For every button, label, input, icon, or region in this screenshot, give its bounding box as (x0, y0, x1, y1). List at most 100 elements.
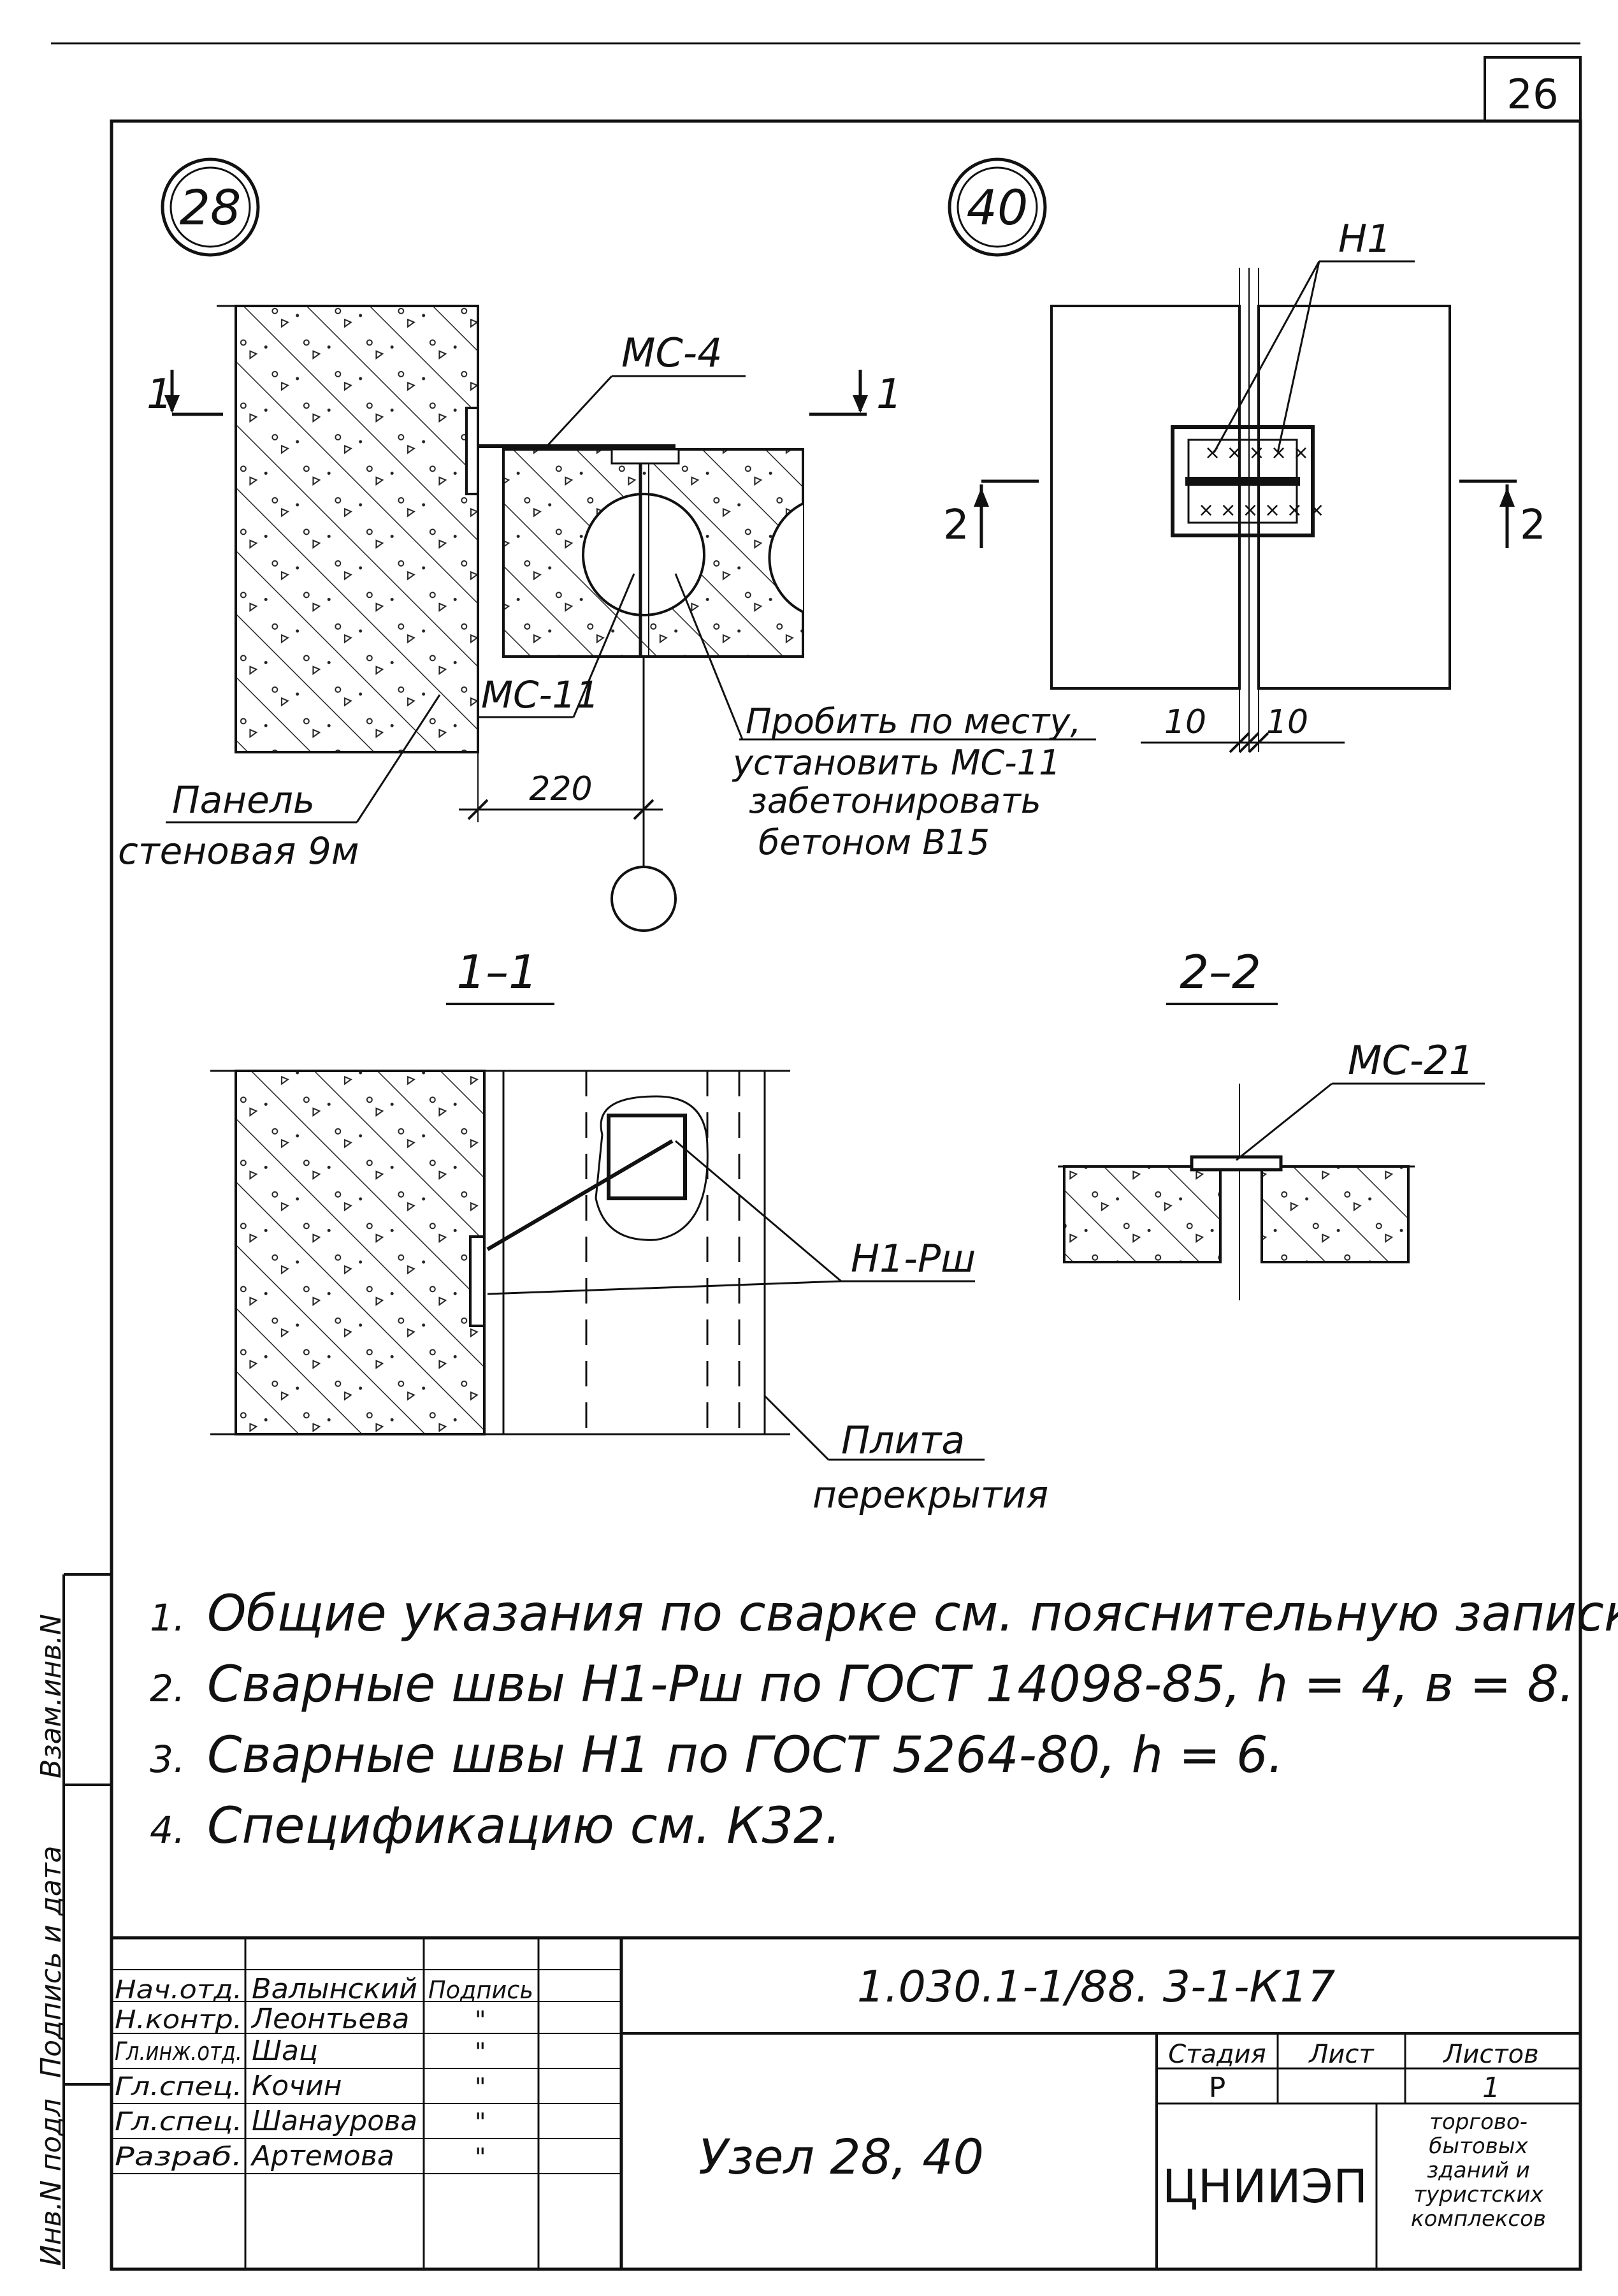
plan-welds-top: × × × × × (1204, 442, 1309, 464)
wall-panel-hatch (235, 305, 479, 753)
tb-sheets-header: Листов (1442, 2040, 1538, 2069)
section-2-2-slab-right (1260, 1165, 1410, 1263)
axis-marker (610, 866, 677, 932)
plita-label-1: Плита (841, 1418, 965, 1463)
tb-sign-5: " (475, 2143, 486, 2171)
note-number: 1. (150, 1596, 185, 1639)
tb-role-2: Гл.инж.отд. (115, 2037, 242, 2067)
node-28-marker-inner (170, 166, 251, 248)
tb-sign-2: " (475, 2038, 486, 2066)
plan-slab-right (1257, 305, 1451, 690)
general-notes: 1. Общие указания по сварке см. пояснител… (150, 1581, 1618, 1864)
section-2-2: 2–2 МС-21 (1058, 945, 1485, 1300)
note-number: 2. (150, 1667, 185, 1710)
probit-label-3: забетонировать (749, 781, 1041, 821)
dim-10-tick-1 (1229, 732, 1250, 753)
h1-leader-1 (1213, 261, 1320, 453)
h1-label: Н1 (1338, 217, 1391, 261)
side-stamp: Взам.инв.N Подпись и дата Инв.N подл (35, 1573, 112, 2269)
note-number: 3. (150, 1738, 185, 1781)
node-28-marker-outer (161, 157, 260, 257)
ms4-leader (547, 375, 613, 446)
tb-org-desc-1: бытовых (1429, 2133, 1528, 2159)
note-item: 4.Спецификацию см. К32. (150, 1793, 1488, 1864)
cut-2-left-arrowhead (974, 488, 989, 507)
tb-org-desc-0: торгово- (1429, 2109, 1528, 2135)
note-item: 3.Сварные швы Н1 по ГОСТ 5264-80, h = 6. (150, 1722, 1488, 1793)
tb-org: ЦНИИЭП (1162, 2160, 1368, 2213)
note-item: 2.Сварные швы Н1-Рш по ГОСТ 14098-85, h … (150, 1652, 1575, 1722)
dim-220-tick-r (633, 799, 654, 820)
cut-2-right-label: 2 (1520, 502, 1546, 549)
section-1-1-bar (486, 1139, 674, 1251)
tb-sign-1: " (475, 2006, 486, 2034)
node-28-label: 28 (180, 179, 242, 236)
panel-label-2: стеновая 9м (118, 829, 359, 873)
slab-hollow-1 (582, 493, 705, 616)
tb-sign-4: " (475, 2108, 486, 2136)
probit-leader (674, 573, 744, 740)
tb-name-5: Артемова (250, 2140, 394, 2172)
dim-220-tick-l (467, 799, 489, 820)
node-40-label: 40 (967, 179, 1029, 236)
section-1-1-plate (607, 1114, 687, 1200)
section-1-1-label: 1–1 (456, 945, 538, 999)
plita-label-2: перекрытия (813, 1473, 1048, 1516)
side-stamp-vzam: Взам.инв.N (35, 1614, 68, 1778)
h1-rsh-leader-1 (675, 1140, 842, 1282)
tb-role-5: Разраб. (115, 2142, 242, 2172)
node-40-marker-inner (957, 166, 1038, 248)
note-text: Общие указания по сварке см. пояснительн… (207, 1585, 1618, 1643)
tb-title: Узел 28, 40 (698, 2128, 984, 2185)
slab-hollow-2 (768, 502, 804, 613)
section-1-1-cutout (595, 1095, 709, 1241)
slab-top-plate (610, 448, 680, 465)
ms11-leader (572, 573, 635, 718)
section-1-1: 1–1 Н1-Рш Плита перекрытия (210, 945, 1048, 1516)
tb-name-4: Шанаурова (252, 2105, 417, 2137)
tb-name-3: Кочин (252, 2070, 342, 2102)
tb-stage-value: Р (1209, 2072, 1226, 2104)
cut-2-right-arrowhead (1499, 488, 1515, 507)
tb-sign-0: Подпись (428, 1976, 533, 2004)
tb-sheets-value: 1 (1482, 2072, 1500, 2104)
h1-rsh-leader-2 (487, 1280, 842, 1295)
plan-slab-left (1050, 305, 1241, 690)
cut-1-right-arrowhead (853, 395, 868, 413)
node-40-marker-outer (948, 157, 1047, 257)
cut-1-left-label: 1 (147, 371, 173, 418)
dim-10-label-a: 10 (1164, 703, 1206, 741)
tb-sheet-header: Лист (1308, 2040, 1375, 2069)
ms21-label: МС-21 (1348, 1037, 1474, 1084)
side-stamp-podpis: Подпись и дата (35, 1846, 68, 2078)
plan-welds-bottom: × × × × × × (1198, 499, 1325, 521)
probit-label-4: бетоном В15 (758, 822, 990, 862)
section-2-2-slab-left (1063, 1165, 1222, 1263)
cut-1-left-arrowhead (164, 395, 180, 413)
tb-name-2: Шац (252, 2035, 318, 2067)
dim-10-label-b: 10 (1266, 703, 1308, 741)
node-28-detail: 28 МС-4 МС-11 1 1 (118, 157, 1096, 932)
tb-doc-code: 1.030.1-1/88. 3-1-К17 (857, 1962, 1335, 2012)
panel-label-1: Панель (172, 778, 315, 822)
note-item: 1. Общие указания по сварке см. пояснител… (150, 1581, 1618, 1652)
h1-leader-2 (1276, 261, 1320, 453)
title-block: Нач.отд. Валынский Подпись Н.контр. Леон… (112, 1936, 1580, 2269)
tb-role-4: Гл.спец. (115, 2107, 242, 2137)
tb-stage-header: Стадия (1168, 2040, 1266, 2069)
node-40-detail: 40 × × × × × × × × × × × Н1 2 2 10 (943, 157, 1546, 753)
tb-name-0: Валынский (252, 1973, 417, 2005)
dim-220-label: 220 (529, 770, 592, 808)
plita-leader (763, 1395, 830, 1461)
dim-10-tick-3 (1248, 732, 1269, 753)
section-1-1-wall (235, 1070, 486, 1435)
ms21-leader (1236, 1082, 1333, 1161)
tb-org-desc-2: зданий и (1427, 2158, 1530, 2183)
cut-2-left-label: 2 (943, 502, 969, 549)
plan-plate-outer (1171, 425, 1315, 537)
tb-org-desc-3: туристских (1413, 2182, 1543, 2207)
side-stamp-inv: Инв.N подл (35, 2098, 68, 2266)
cut-1-right-label: 1 (876, 371, 902, 418)
section-2-2-label: 2–2 (1180, 945, 1261, 999)
note-text: Спецификацию см. К32. (207, 1798, 841, 1855)
